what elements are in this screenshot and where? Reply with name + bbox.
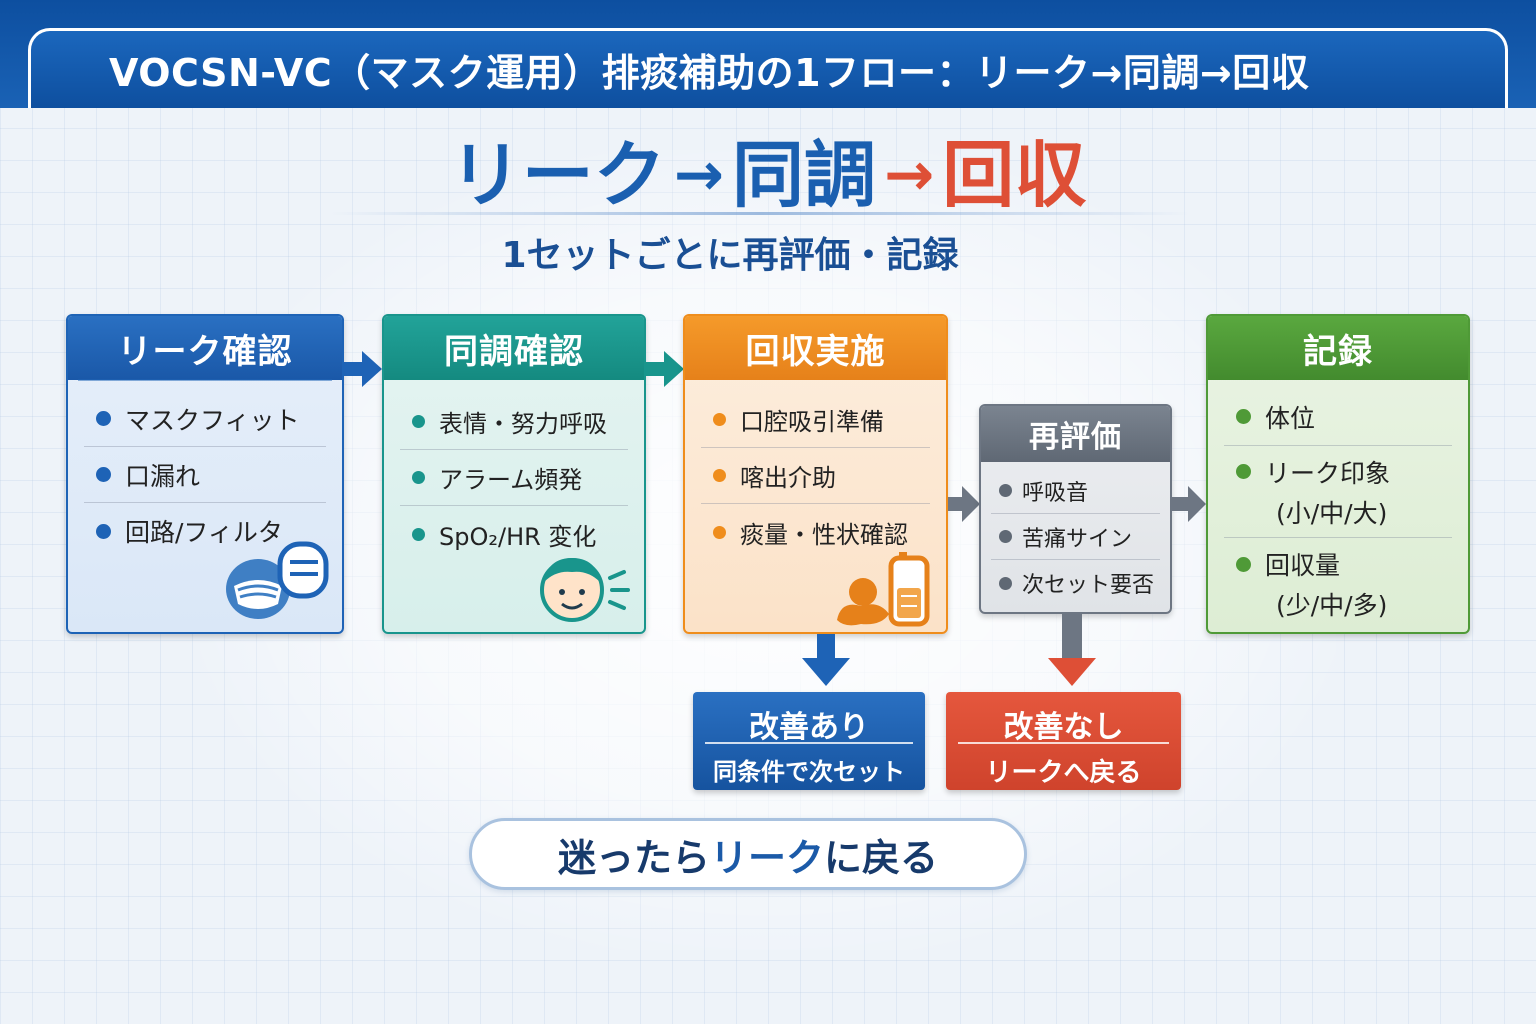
recovery-title: 回収実施 xyxy=(685,316,946,380)
footer-suffix: に戻る xyxy=(824,835,939,880)
flow-arrow-2: → xyxy=(884,140,935,210)
arrow-recovery-to-reassess xyxy=(948,486,980,522)
main-flow-title: リーク → 同調 → 回収 xyxy=(0,130,1536,220)
list-item: 呼吸音 xyxy=(991,468,1160,514)
flow-word-leak: リーク xyxy=(449,133,666,217)
arrow-to-improved xyxy=(802,634,850,686)
leak-check-title: リーク確認 xyxy=(68,316,342,380)
arrow-to-not-improved xyxy=(1048,614,1096,686)
list-item: 次セット要否 xyxy=(991,560,1160,606)
suction-icon xyxy=(837,552,930,627)
outcome-improved-title: 改善あり xyxy=(749,710,869,745)
footer-prefix: 迷ったら xyxy=(557,835,710,880)
header-banner: VOCSN-VC（マスク運用）排痰補助の1フロー：リーク→同調→回収 xyxy=(28,28,1508,108)
footer-highlight: リーク xyxy=(709,835,824,880)
arrow-leak-to-sync xyxy=(344,351,382,387)
title-divider xyxy=(330,212,1190,215)
list-item: 口漏れ xyxy=(84,447,326,503)
list-item: 回収量 (少/中/多) xyxy=(1224,538,1452,630)
header-title: VOCSN-VC（マスク運用）排痰補助の1フロー：リーク→同調→回収 xyxy=(109,51,1310,95)
reassess-title: 再評価 xyxy=(981,406,1170,462)
list-item: 表情・努力呼吸 xyxy=(400,394,628,450)
flow-word-recovery: 回収 xyxy=(942,133,1087,217)
mask-icon xyxy=(226,541,329,619)
list-item: アラーム頻発 xyxy=(400,450,628,506)
reassess-card: 再評価 呼吸音 苦痛サイン 次セット要否 xyxy=(979,404,1172,614)
face-icon xyxy=(540,558,630,622)
outcome-not-improved-sub: リークへ戻る xyxy=(985,758,1142,788)
flow-subtitle: 1セットごとに再評価・記録 xyxy=(501,235,959,276)
sync-check-title: 同調確認 xyxy=(384,316,644,380)
record-card: 記録 体位 リーク印象 (小/中/大) 回収量 (少/中/多) xyxy=(1206,314,1470,634)
list-item: 体位 xyxy=(1224,388,1452,446)
record-title: 記録 xyxy=(1208,316,1468,380)
list-item: 回路/フィルタ xyxy=(84,503,326,559)
list-item: マスクフィット xyxy=(84,391,326,447)
list-item: 口腔吸引準備 xyxy=(701,392,930,448)
outcome-improved-sub: 同条件で次セット xyxy=(713,758,905,786)
flow-arrow-1: → xyxy=(673,140,724,210)
list-item: 苦痛サイン xyxy=(991,514,1160,560)
flow-word-sync: 同調 xyxy=(731,133,876,217)
outcome-improved: 改善あり 同条件で次セット xyxy=(693,692,925,790)
list-item: リーク印象 (小/中/大) xyxy=(1224,446,1452,538)
recovery-card: 回収実施 口腔吸引準備 喀出介助 痰量・性状確認 xyxy=(683,314,948,634)
sync-check-card: 同調確認 表情・努力呼吸 アラーム頻発 SpO₂/HR 変化 xyxy=(382,314,646,634)
list-item: 喀出介助 xyxy=(701,448,930,504)
list-item: SpO₂/HR 変化 xyxy=(400,506,628,562)
leak-check-card: リーク確認 マスクフィット 口漏れ 回路/フィルタ xyxy=(66,314,344,634)
footer-reminder: 迷ったらリークに戻る xyxy=(469,818,1027,890)
arrow-sync-to-recovery xyxy=(646,351,684,387)
arrow-reassess-to-record xyxy=(1172,486,1206,522)
outcome-not-improved-title: 改善なし xyxy=(1003,710,1124,745)
outcome-not-improved: 改善なし リークへ戻る xyxy=(946,692,1181,790)
list-item: 痰量・性状確認 xyxy=(701,504,930,560)
